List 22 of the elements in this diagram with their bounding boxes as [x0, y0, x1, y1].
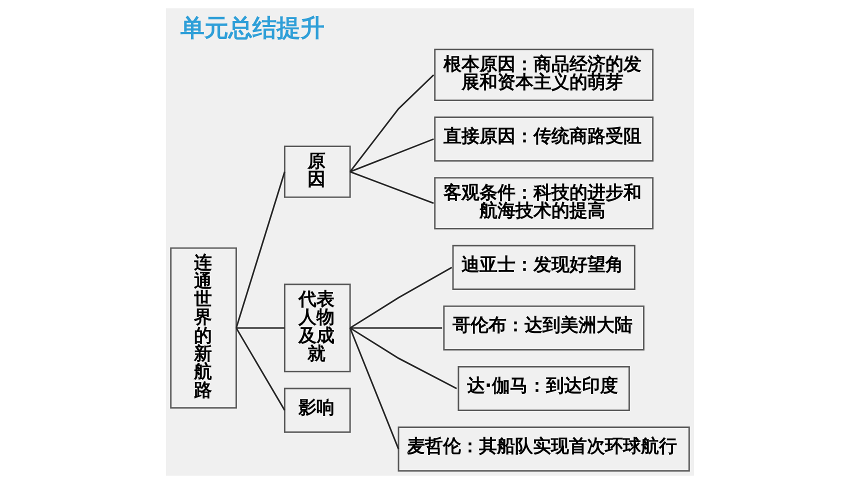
node-box: 直接原因：传统商路受阻: [434, 116, 654, 162]
diagram-title: 单元总结提升: [180, 14, 325, 42]
connector: [235, 172, 286, 328]
node-box: 影响: [284, 388, 351, 433]
node-box: 代表人物及成就: [284, 284, 351, 372]
node-box: 达·伽马：到达印度: [458, 366, 630, 412]
node-box: 客观条件：科技的进步和航海技术的提高: [434, 177, 654, 230]
node-box: 迪亚士：发现好望角: [452, 244, 636, 290]
connector: [350, 171, 434, 204]
connector: [349, 328, 400, 450]
connector: [236, 328, 286, 411]
node-box: 连通世界的新航路: [170, 247, 237, 409]
connector: [350, 266, 452, 329]
node-box: 哥伦布：达到美洲大陆: [443, 305, 644, 350]
connector: [349, 74, 434, 172]
connector: [350, 138, 434, 172]
node-box: 根本原因：商品经济的发展和资本主义的萌芽: [434, 48, 654, 102]
connector: [350, 327, 457, 390]
connector: [350, 327, 442, 329]
node-box: 麦哲伦：其船队实现首次环球航行: [398, 426, 690, 472]
connector: [236, 327, 285, 329]
node-box: 原因: [284, 146, 351, 198]
